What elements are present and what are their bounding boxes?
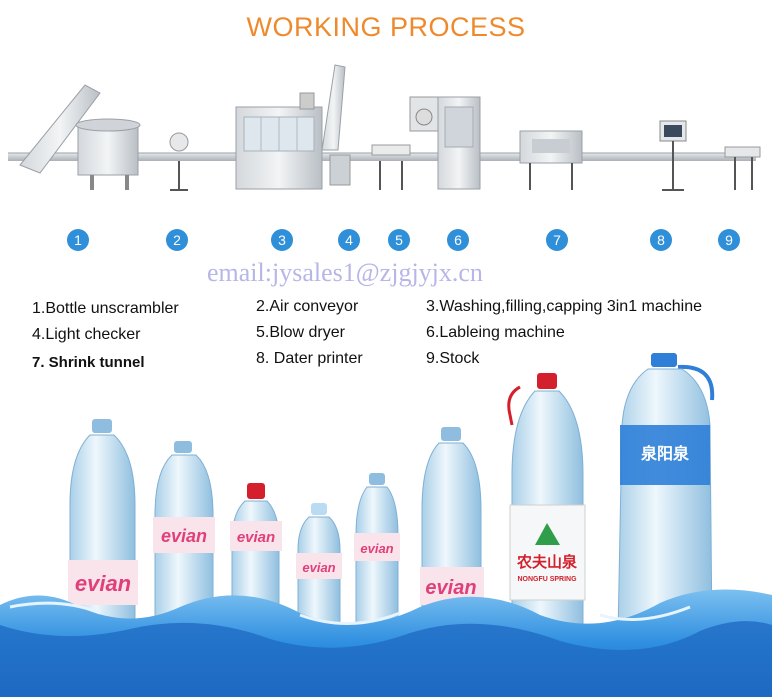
- air-conveyor-icon: [169, 132, 189, 191]
- step-number-4: 4: [338, 229, 360, 251]
- step-label-3: 3.Washing,filling,capping 3in1 machine: [426, 298, 703, 315]
- step-number-5: 5: [388, 229, 410, 251]
- step-label-6: 6.Lableing machine: [426, 324, 565, 341]
- light-checker-icon: [371, 144, 411, 190]
- step-label-8: 8. Dater printer: [256, 350, 363, 367]
- production-line-illustration: [8, 64, 761, 191]
- step-number-9: 9: [718, 229, 740, 251]
- evian-label-text: evian: [237, 529, 275, 546]
- evian-label-text: evian: [302, 560, 335, 575]
- evian-bottle-tall: evian: [420, 427, 484, 638]
- quanyang-water-jug: 泉阳泉: [617, 353, 715, 646]
- evian-bottle-large: evian: [68, 419, 138, 646]
- evian-label-text: evian: [425, 577, 476, 599]
- step-number-8: 8: [650, 229, 672, 251]
- step-label-1: 1.Bottle unscrambler: [32, 300, 179, 317]
- quanyang-label-cn: 泉阳泉: [641, 444, 690, 463]
- dater-printer-icon: [659, 120, 687, 191]
- evian-label-text: evian: [75, 571, 131, 596]
- filling-machine-icon: [235, 64, 351, 190]
- evian-bottle-small: evian: [296, 503, 342, 638]
- bottle-unscrambler-machine-icon: [19, 84, 141, 190]
- page-title: WORKING PROCESS: [246, 12, 526, 42]
- step-number-3: 3: [271, 229, 293, 251]
- contact-email: email:jysales1@zjgjyjx.cn: [207, 258, 483, 287]
- nongfu-spring-bottle: 农夫山泉 NONGFU SPRING: [507, 373, 586, 644]
- step-label-2: 2.Air conveyor: [256, 298, 359, 315]
- bottle-showcase: evian evian evian evian evian evian: [0, 353, 772, 697]
- evian-label-text: evian: [161, 526, 207, 546]
- stock-table-icon: [724, 146, 761, 190]
- step-number-1: 1: [67, 229, 89, 251]
- water-splash-icon: [0, 589, 772, 697]
- step-label-4: 4.Light checker: [32, 326, 141, 343]
- evian-bottle-slim: evian: [354, 473, 400, 638]
- labeling-machine-icon: [409, 96, 481, 190]
- step-label-5: 5.Blow dryer: [256, 324, 345, 341]
- step-label-9: 9.Stock: [426, 350, 480, 367]
- nongfu-label-en: NONGFU SPRING: [517, 576, 577, 583]
- step-number-7: 7: [546, 229, 568, 251]
- step-label-7: 7. Shrink tunnel: [32, 354, 145, 371]
- step-number-6: 6: [447, 229, 469, 251]
- shrink-tunnel-icon: [519, 130, 583, 190]
- step-number-2: 2: [166, 229, 188, 251]
- evian-bottle-medium: evian: [153, 441, 215, 638]
- nongfu-label-cn: 农夫山泉: [516, 553, 578, 571]
- evian-label-text: evian: [360, 541, 393, 556]
